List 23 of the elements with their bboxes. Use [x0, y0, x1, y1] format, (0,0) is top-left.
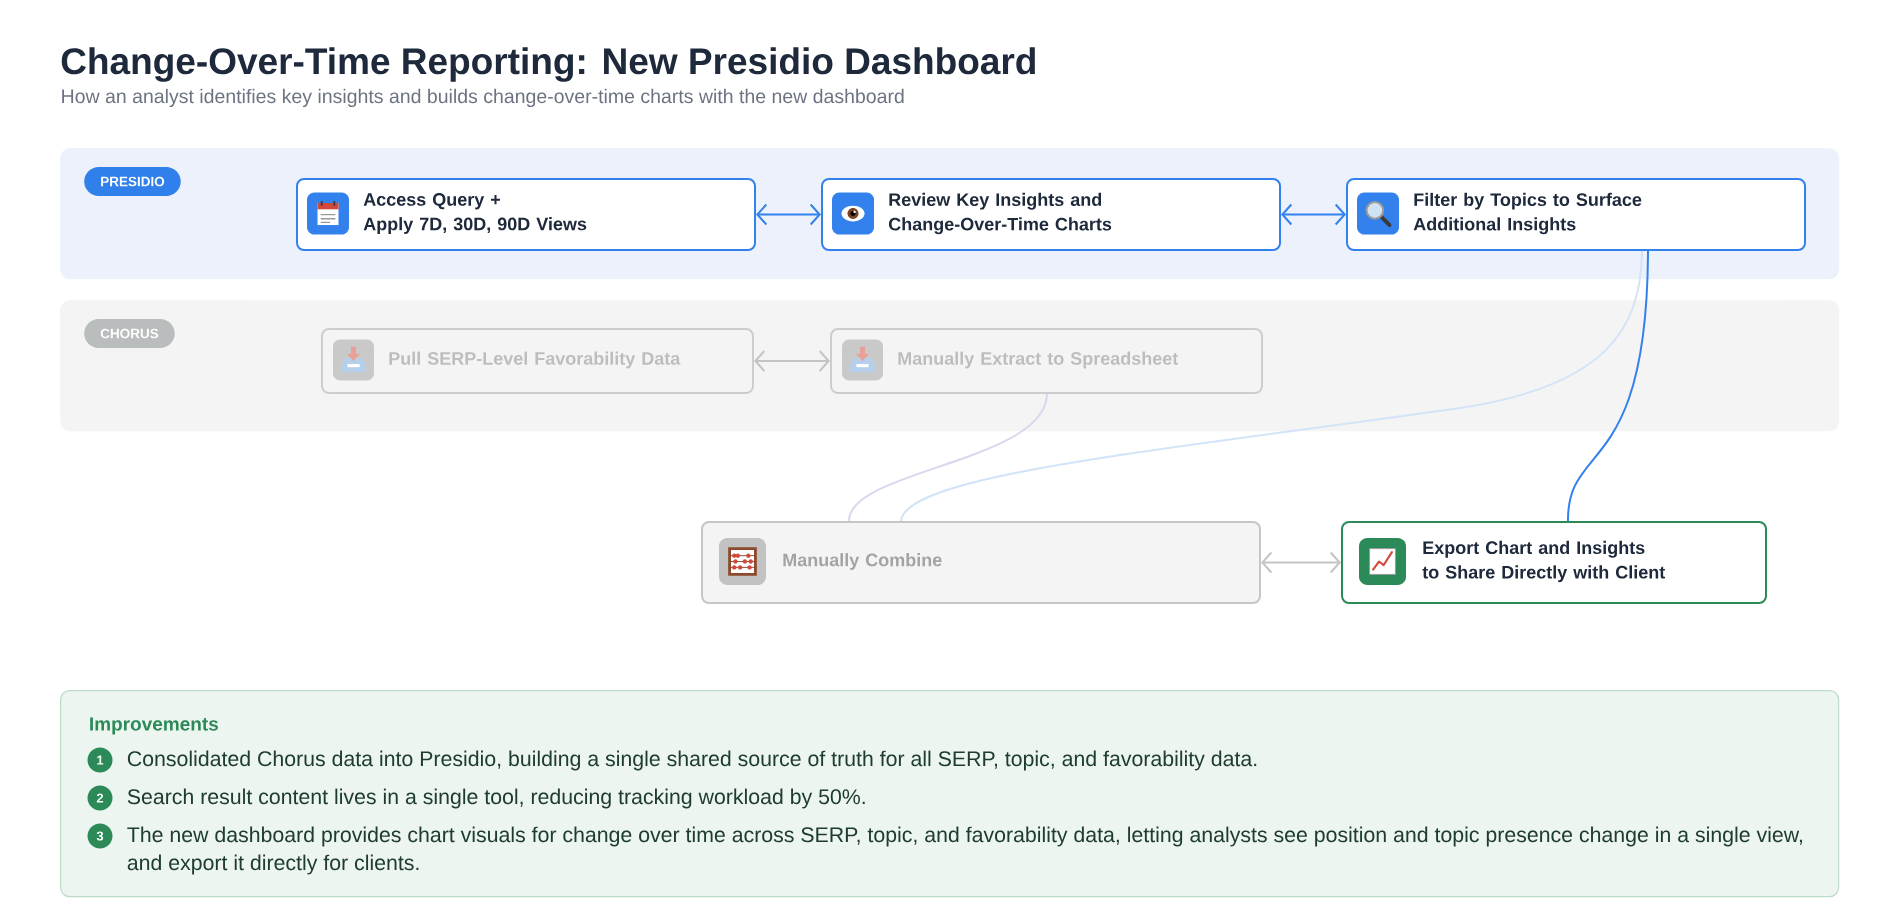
title: Change-Over-Time Reporting: New Presidio Dashboard [61, 47, 1035, 82]
list-item-text: Consolidated Chorus data into Presidio, building a single shared source of truth for all SERP, topic, and favorability data. [127, 750, 1257, 771]
connector-line [900, 250, 1643, 522]
number-badge: 1 [87, 747, 113, 773]
connector-line [848, 393, 1048, 522]
list-item-text: The new dashboard provides chart visuals for change over time across SERP, topic, and favorability data, letting analysts see position and topic presence change in a single view, and export it directly for clients. [127, 826, 1802, 875]
arrow [1261, 551, 1341, 574]
arrow [754, 350, 830, 372]
arrow [1281, 203, 1346, 226]
list-item-text: Search result content lives in a single tool, reducing tracking workload by 50%. [127, 788, 865, 809]
subtitle: How an analyst identifies key insights and builds change-over-time charts with the new dashboard [62, 88, 904, 108]
lane-label: CHORUS [84, 319, 175, 348]
panel-heading: Improvements [90, 717, 218, 735]
process-box: Manually Combine [701, 521, 1261, 604]
lane-label: PRESIDIO [84, 167, 181, 196]
arrow [756, 203, 821, 226]
connector-line [1567, 250, 1649, 522]
process-box: Review Key Insights and Change-Over-Time Charts [821, 178, 1281, 251]
number-badge: 2 [87, 785, 113, 811]
process-box: Export Chart and Insights to Share Directly with Client [1341, 521, 1767, 604]
number-badge: 3 [87, 823, 113, 849]
process-box: Access Query + Apply 7D, 30D, 90D Views [296, 178, 756, 251]
process-box: Filter by Topics to Surface Additional Insights [1346, 178, 1806, 251]
